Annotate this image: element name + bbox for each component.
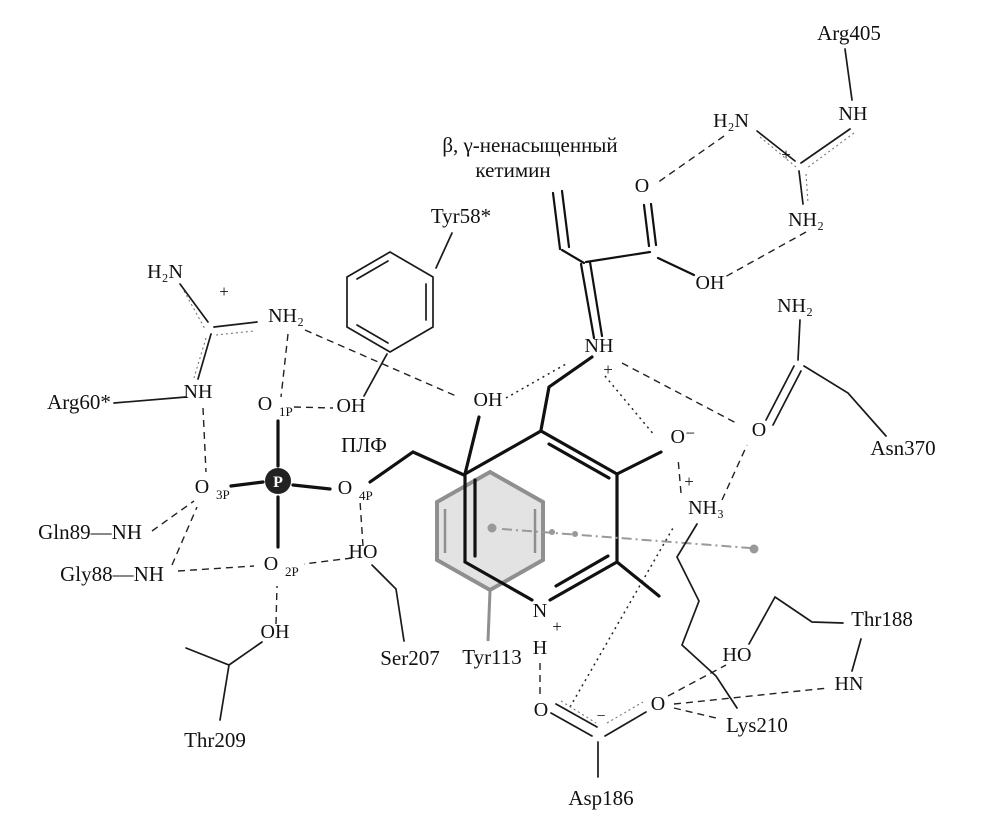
interaction-dot-1	[549, 529, 555, 535]
lys210-label: Lys210	[726, 713, 788, 737]
asp186-o-left: O	[534, 699, 548, 721]
schiff-plus-charge: +	[603, 360, 613, 379]
asp186-bonds	[550, 703, 647, 778]
lys210-nh3: NH₃	[688, 497, 724, 519]
asn370-nh2: NH₂	[777, 295, 813, 317]
lys210-plus-charge: +	[684, 472, 694, 491]
arg405-bonds	[756, 48, 853, 205]
o4p-subscript: 4P	[359, 488, 373, 503]
ser207-label: Ser207	[380, 646, 440, 670]
gln89-label: Gln89—NH	[38, 520, 142, 544]
arg405-nh2: NH₂	[788, 209, 824, 231]
o2p-atom: O	[264, 553, 278, 575]
arg60-group: H₂N + NH₂ NH Arg60*	[47, 261, 304, 414]
arg60-bonds	[113, 283, 258, 404]
plp-ligand-label: ПЛФ	[341, 433, 387, 457]
plp-group: P O 1P O 3P O 4P O 2P ПЛФ OH O⁻ N + H	[195, 355, 696, 659]
o3p-subscript: 3P	[216, 487, 230, 502]
arg405-plus-charge: +	[781, 145, 791, 164]
phosphorus-atom	[265, 468, 291, 494]
thr188-ho: HO	[723, 644, 752, 666]
asp186-o-right: O	[651, 693, 665, 715]
ser207-bonds	[371, 564, 405, 642]
ketimine-bonds	[551, 189, 696, 340]
ring-centroid-dot	[487, 523, 497, 533]
plp-phenolate-o: O⁻	[671, 426, 696, 448]
tyr58-ring-inner-bonds	[356, 260, 427, 344]
plp-ring-inner-bonds	[473, 442, 611, 588]
plp-substituent-bonds	[229, 415, 663, 598]
ketimine-group: β, γ-ненасыщенный кетимин O OH NH +	[442, 133, 724, 379]
thr209-group: OH Thr209	[184, 621, 289, 752]
ketimine-oh: OH	[696, 272, 725, 294]
thr209-oh: OH	[261, 621, 290, 643]
plp-ring-n-h: H	[533, 637, 547, 659]
arg405-group: Arg405 NH H₂N + NH₂	[713, 21, 881, 231]
o4p-atom: O	[338, 477, 352, 499]
plp-oh: OH	[474, 389, 503, 411]
asn370-bonds	[765, 319, 887, 437]
centroid-interaction-line	[501, 528, 751, 549]
arg405-label: Arg405	[817, 21, 881, 45]
ketimine-caption-line2: кетимин	[475, 158, 550, 182]
tyr58-pointer-and-oh-bonds	[363, 232, 453, 397]
lys210-group: + NH₃ Lys210	[676, 472, 788, 737]
ser207-group: HO Ser207	[349, 541, 440, 670]
gly88-label: Gly88—NH	[60, 562, 164, 586]
thr188-bonds	[748, 596, 862, 672]
arg60-label: Arg60*	[47, 390, 111, 414]
tyr113-stacking-group	[435, 469, 545, 642]
phosphorus-symbol: P	[273, 474, 283, 491]
asp186-label: Asp186	[568, 786, 633, 810]
tyr58-oh: OH	[337, 395, 366, 417]
tyr58-label: Tyr58*	[431, 204, 491, 228]
stacking-interaction-group	[487, 523, 759, 554]
arg405-nh: NH	[839, 103, 868, 125]
asn370-group: NH₂ O Asn370	[752, 295, 936, 460]
plp-schiff-linker-bonds	[539, 355, 594, 432]
asn370-label: Asn370	[870, 436, 935, 460]
interaction-dot-2	[572, 531, 578, 537]
tyr113-stem-bond	[486, 590, 492, 642]
tyr58-group: Tyr58* OH	[337, 204, 492, 417]
interaction-end-dot	[749, 544, 759, 554]
resonance-dotted-lines	[183, 132, 855, 724]
asn370-o: O	[752, 419, 766, 441]
asp186-minus-charge: −	[596, 708, 605, 725]
thr209-label: Thr209	[184, 728, 246, 752]
thr209-bonds	[185, 641, 263, 721]
arg60-nh2: NH₂	[268, 305, 304, 327]
thr188-hn: HN	[835, 673, 864, 695]
o3p-atom: O	[195, 476, 209, 498]
schiff-nh: NH	[585, 335, 614, 357]
hydrogen-bond-dotted-lines	[505, 363, 674, 708]
o1p-subscript: 1P	[279, 404, 293, 419]
tyr58-phenol-ring	[346, 251, 434, 353]
arg60-plus-charge: +	[219, 282, 229, 301]
thr188-label: Thr188	[851, 607, 913, 631]
arg405-h2n: H₂N	[713, 110, 749, 132]
asp186-group: O − O Asp186	[534, 693, 665, 810]
o1p-atom: O	[258, 393, 272, 415]
o2p-subscript: 2P	[285, 564, 299, 579]
tyr113-label: Tyr113	[462, 645, 522, 669]
lys210-chain-bonds	[676, 523, 738, 709]
plp-ring-n: N	[533, 600, 547, 622]
arg60-nh: NH	[184, 381, 213, 403]
ser207-ho: HO	[349, 541, 378, 563]
tyr113-ring-inner-bonds	[443, 509, 537, 553]
hydrogen-bond-lines	[151, 135, 829, 719]
plp-ring-n-plus-charge: +	[552, 617, 562, 636]
arg60-h2n: H₂N	[147, 261, 183, 283]
ketimine-caption-line1: β, γ-ненасыщенный	[442, 133, 617, 157]
thr188-group: HO Thr188 HN	[723, 596, 913, 695]
ketimine-carbonyl-o: O	[635, 175, 649, 197]
